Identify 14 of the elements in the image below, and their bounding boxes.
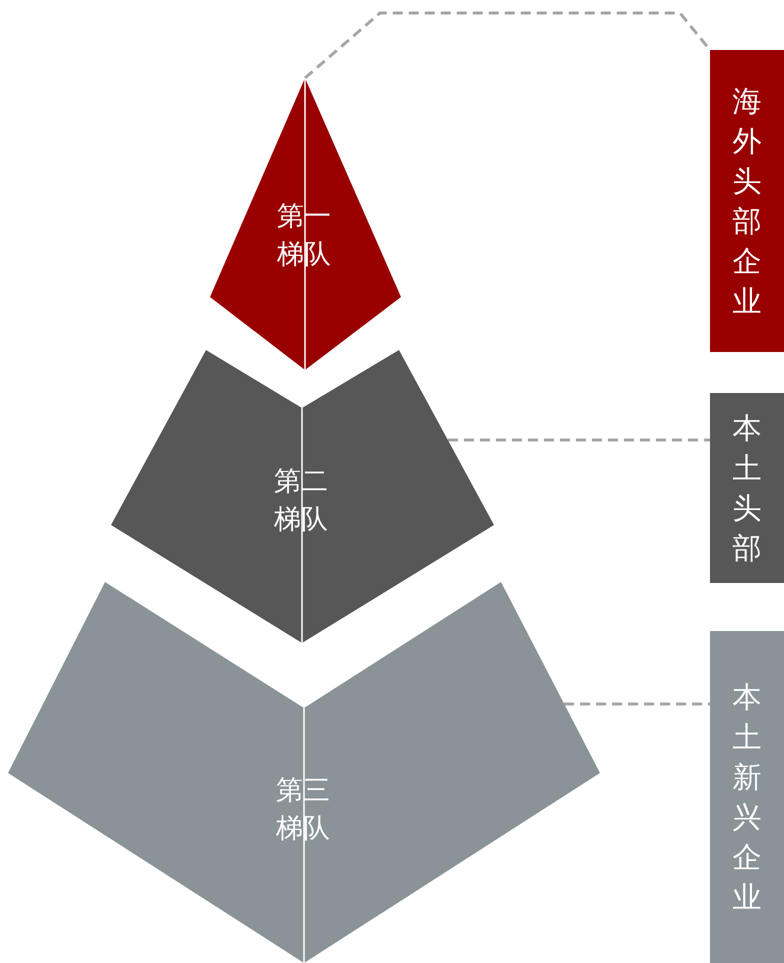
pyramid-middle-tier — [111, 350, 495, 644]
pyramid-top-tier — [210, 78, 402, 370]
tier-label: 第一梯队 — [276, 200, 332, 272]
category-tag — [710, 50, 784, 352]
category-tag — [710, 631, 784, 963]
category-label: 本土头部 — [732, 410, 762, 567]
tier-label: 第二梯队 — [273, 465, 329, 537]
dashed-connector — [448, 438, 710, 442]
category-label: 海外头部企业 — [732, 83, 762, 320]
category-tag — [710, 393, 784, 583]
dashed-connector — [564, 702, 710, 706]
pyramid-bottom-tier — [8, 582, 601, 963]
category-label: 本土新兴企业 — [732, 679, 762, 916]
tier-label: 第三梯队 — [275, 774, 331, 846]
